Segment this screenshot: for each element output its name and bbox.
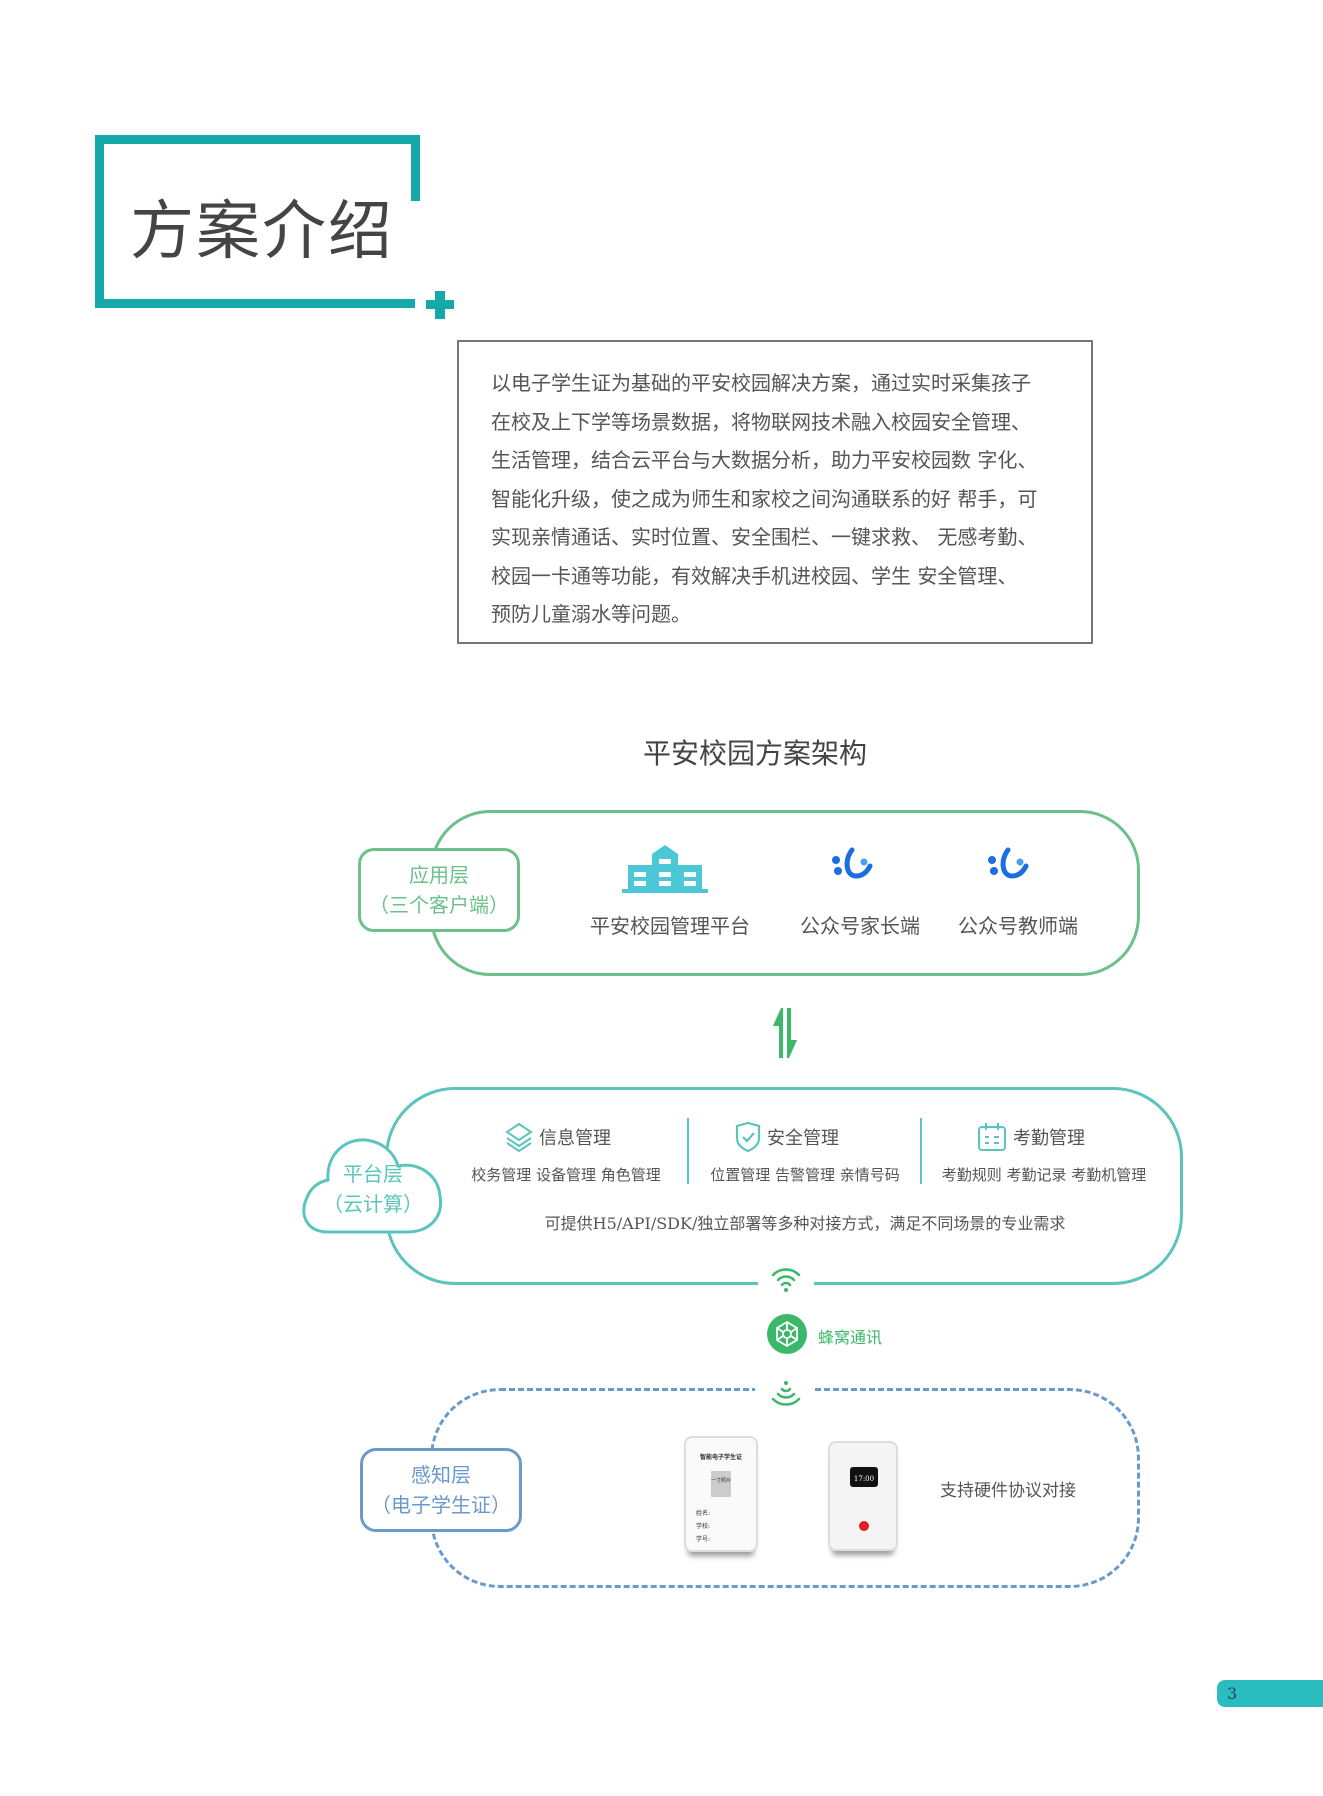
app-layer-label: 应用层 （三个客户端） bbox=[358, 848, 520, 932]
cloud-icon bbox=[302, 1138, 443, 1234]
intro-line: 实现亲情通话、实时位置、安全围栏、一键求救、 无感考勤、 bbox=[491, 525, 1038, 549]
intro-box: 以电子学生证为基础的平安校园解决方案，通过实时采集孩子 在校及上下学等场景数据，… bbox=[457, 340, 1093, 644]
sos-button bbox=[859, 1521, 869, 1531]
title-frame-bottom bbox=[95, 299, 415, 308]
card-photo: 一寸照片 bbox=[711, 1471, 731, 1497]
platform-note: 可提供H5/API/SDK/独立部署等多种对接方式，满足不同场景的专业需求 bbox=[544, 1214, 1066, 1233]
page-number: 3 bbox=[1227, 1684, 1238, 1703]
intro-line: 校园一卡通等功能，有效解决手机进校园、学生 安全管理、 bbox=[491, 563, 1018, 588]
divider bbox=[687, 1118, 689, 1184]
page-number-tab: 3 bbox=[1217, 1680, 1323, 1707]
app-layer-box bbox=[430, 810, 1140, 976]
layers-icon bbox=[505, 1122, 533, 1152]
title-frame-top bbox=[95, 135, 420, 144]
shield-check-icon bbox=[735, 1122, 761, 1152]
card-title: 智能电子学生证 bbox=[699, 1454, 742, 1461]
column-items: 校务管理 设备管理 角色管理 bbox=[471, 1166, 661, 1184]
column-title-text: 信息管理 bbox=[539, 1128, 611, 1149]
platform-layer-label: 平台层 （云计算） bbox=[312, 1154, 434, 1224]
wifi-icon bbox=[771, 1268, 801, 1292]
layer-name: 应用层 bbox=[409, 863, 469, 887]
plus-icon-vertical bbox=[435, 291, 445, 319]
signal-icon bbox=[771, 1381, 801, 1406]
column-title: 考勤管理 bbox=[977, 1122, 1085, 1152]
platform-layer-box bbox=[385, 1087, 1183, 1285]
divider bbox=[920, 1118, 922, 1184]
layer-name: 平台层 bbox=[343, 1162, 403, 1186]
title-frame-left bbox=[95, 135, 104, 308]
card-field: 学校: bbox=[696, 1523, 711, 1530]
intro-line: 预防儿童溺水等问题。 bbox=[491, 602, 691, 626]
intro-line: 生活管理，结合云平台与大数据分析，助力平安校园数 字化、 bbox=[491, 448, 1038, 472]
column-title: 信息管理 bbox=[505, 1122, 611, 1152]
wifi-gap bbox=[755, 1380, 815, 1396]
architecture-title: 平安校园方案架构 bbox=[642, 737, 867, 770]
sense-note: 支持硬件协议对接 bbox=[940, 1481, 1076, 1501]
wechat-official-account-icon bbox=[832, 847, 873, 879]
app-client-label: 平安校园管理平台 bbox=[590, 914, 750, 938]
app-client-label: 公众号家长端 bbox=[800, 914, 920, 938]
layer-name: 感知层 bbox=[411, 1463, 471, 1487]
student-card-image: 智能电子学生证 一寸照片 姓名: 学校: 学号: bbox=[684, 1436, 758, 1552]
column-title-text: 安全管理 bbox=[767, 1128, 839, 1149]
calendar-icon bbox=[978, 1123, 1006, 1151]
column-title-text: 考勤管理 bbox=[1013, 1128, 1085, 1149]
title-frame-right bbox=[411, 135, 420, 201]
intro-line: 以电子学生证为基础的平安校园解决方案，通过实时采集孩子 bbox=[491, 371, 1031, 395]
card-field: 姓名: bbox=[696, 1510, 711, 1517]
cellular-network-icon bbox=[767, 1314, 807, 1354]
intro-line: 在校及上下学等场景数据，将物联网技术融入校园安全管理、 bbox=[491, 409, 1031, 434]
layer-sub: （电子学生证） bbox=[371, 1493, 511, 1517]
page-title: 方案介绍 bbox=[130, 195, 394, 269]
wechat-official-account-icon bbox=[988, 847, 1029, 879]
layer-sub: （云计算） bbox=[323, 1192, 423, 1216]
column-items: 考勤规则 考勤记录 考勤机管理 bbox=[941, 1166, 1147, 1184]
app-client-label: 公众号教师端 bbox=[958, 914, 1078, 938]
bidirectional-arrow-icon bbox=[773, 1008, 797, 1058]
student-device-image: 17:00 bbox=[828, 1441, 898, 1551]
network-label: 蜂窝通讯 bbox=[818, 1328, 883, 1347]
device-screen: 17:00 bbox=[850, 1467, 878, 1487]
school-building-icon bbox=[622, 845, 708, 893]
column-title: 安全管理 bbox=[735, 1122, 839, 1152]
layer-sub: （三个客户端） bbox=[369, 893, 509, 917]
column-items: 位置管理 告警管理 亲情号码 bbox=[710, 1166, 900, 1184]
sense-layer-label: 感知层 （电子学生证） bbox=[360, 1448, 522, 1532]
card-field: 学号: bbox=[696, 1536, 711, 1543]
intro-line: 智能化升级，使之成为师生和家校之间沟通联系的好 帮手，可 bbox=[491, 486, 1038, 511]
